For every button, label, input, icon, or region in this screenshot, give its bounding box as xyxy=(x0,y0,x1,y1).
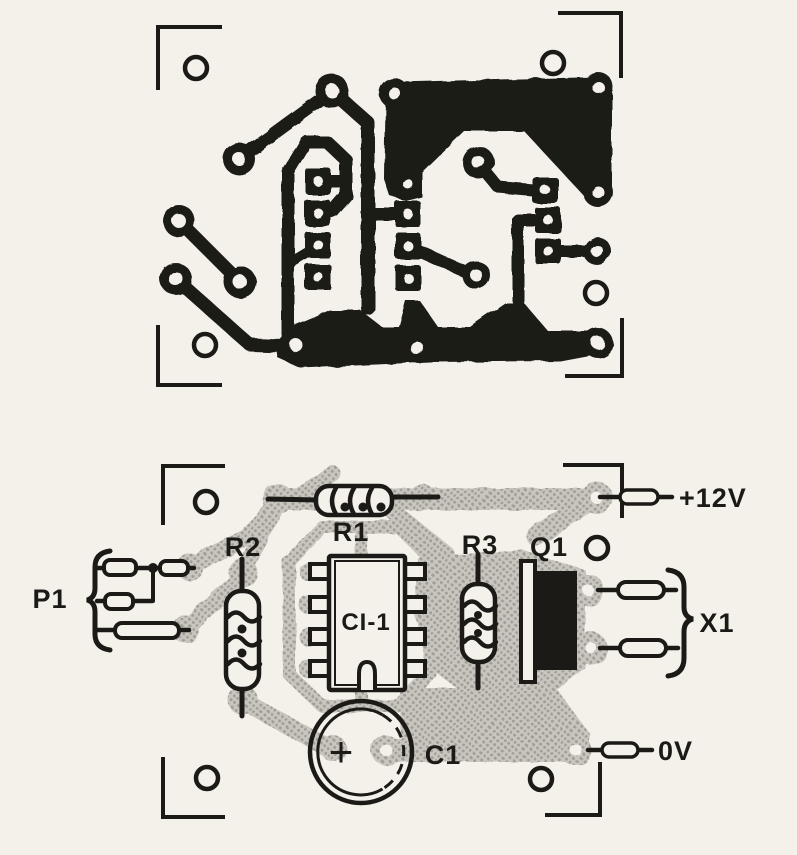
corner-mark-bottom-left xyxy=(161,757,225,819)
label-r1: R1 xyxy=(333,517,370,547)
pad-holes xyxy=(169,81,605,355)
label-ground-0v: 0V xyxy=(658,736,693,766)
label-q1: Q1 xyxy=(530,532,568,562)
resistor-r3 xyxy=(459,552,499,691)
label-supply-12v: +12V xyxy=(679,483,747,513)
mounting-holes-top-board xyxy=(182,49,610,359)
wire-sleeve xyxy=(618,488,660,506)
ground-terminal-wire xyxy=(585,741,655,759)
ic-notch xyxy=(357,659,377,690)
supply-terminal-wire xyxy=(597,488,675,506)
label-ci1: CI-1 xyxy=(341,609,390,636)
corner-mark-bottom-left xyxy=(156,325,222,387)
copper-side-view xyxy=(156,11,624,387)
component-labels: P1 R1 R2 R3 Q1 CI-1 C1 X1 +12V 0V + xyxy=(32,483,747,775)
corner-mark-top-left xyxy=(156,25,222,90)
wire-sleeve xyxy=(103,592,135,611)
mounting-hole xyxy=(193,764,221,792)
capacitor-polarity-mark: + xyxy=(329,728,354,775)
resistor-r1 xyxy=(265,483,441,518)
label-c1: C1 xyxy=(425,740,462,770)
copper-pour-bottom xyxy=(276,301,608,368)
copper-pour-top-right xyxy=(384,77,612,205)
ic-ci1 xyxy=(308,553,427,693)
label-r3: R3 xyxy=(462,530,499,560)
label-p1: P1 xyxy=(32,584,67,614)
mounting-hole xyxy=(583,534,611,562)
corner-mark-bottom-right xyxy=(565,318,624,378)
corner-mark-bottom-right xyxy=(545,762,602,817)
mounting-hole xyxy=(191,331,219,359)
mounting-hole xyxy=(527,765,555,793)
mounting-hole xyxy=(539,49,567,77)
label-r2: R2 xyxy=(225,532,262,562)
wire-sleeve xyxy=(618,638,668,658)
brace-right xyxy=(665,567,694,679)
gray-pad-holes xyxy=(380,492,603,756)
wire-junction-dot xyxy=(148,563,158,573)
potentiometer-p1-wires xyxy=(86,548,197,653)
mounting-hole xyxy=(582,279,610,307)
label-x1: X1 xyxy=(699,608,734,638)
mounting-holes-bottom-board xyxy=(192,488,611,793)
transistor-tab xyxy=(519,559,537,684)
mounting-hole xyxy=(192,488,220,516)
resistor-r2 xyxy=(223,556,263,719)
corner-mark-top-right xyxy=(558,11,623,78)
capacitor-c1 xyxy=(307,698,415,806)
copper-traces xyxy=(160,72,613,368)
wire-sleeve xyxy=(616,580,666,600)
wire-sleeve xyxy=(158,559,190,577)
wire-sleeve xyxy=(113,621,181,640)
corner-mark-top-left xyxy=(161,464,225,525)
wire-sleeve xyxy=(102,558,138,577)
transistor-q1 xyxy=(519,559,577,684)
output-x1-wires xyxy=(595,567,694,679)
wire-sleeve xyxy=(600,741,640,759)
mounting-hole xyxy=(182,54,210,82)
brace-left xyxy=(86,548,113,653)
component-side-view: P1 R1 R2 R3 Q1 CI-1 C1 X1 +12V 0V + xyxy=(32,463,747,819)
corner-marks-top-board xyxy=(156,11,624,387)
transistor-body xyxy=(535,571,577,670)
